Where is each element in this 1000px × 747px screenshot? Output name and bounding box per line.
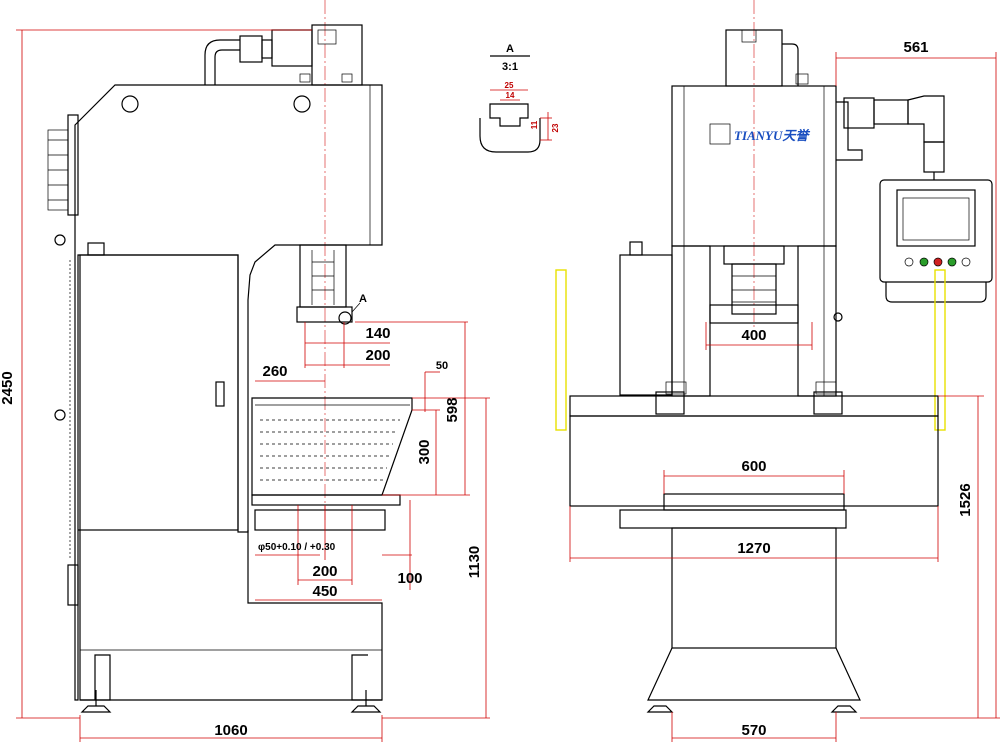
detail-dim-23: 23 [551, 123, 560, 132]
dim-100: 100 [397, 570, 422, 587]
start-button [919, 257, 929, 267]
ram-plate [296, 306, 353, 323]
dim-table-width: 1270 [737, 540, 770, 557]
brand-logo-icon [709, 123, 731, 145]
dim-table-450: 450 [312, 583, 337, 600]
leveling-foot [350, 705, 382, 713]
top-cylinder-block [311, 24, 363, 86]
panel-button [961, 257, 971, 267]
front-view: TIANYU天誉 [555, 0, 1000, 742]
cabinet-handle [215, 381, 225, 407]
leveling-foot [830, 705, 858, 713]
start-button [947, 257, 957, 267]
bolster [663, 493, 845, 511]
slotted-table [251, 397, 413, 496]
motor-fan [67, 114, 79, 216]
base-column [671, 527, 837, 649]
work-table [569, 395, 939, 417]
dim-1130: 1130 [466, 546, 483, 579]
dim-300: 300 [416, 439, 433, 464]
leveling-foot [80, 705, 112, 713]
section-label: A [506, 43, 514, 55]
panel-button [904, 257, 914, 267]
front-dimensions [569, 52, 1000, 742]
dim-base-width: 570 [741, 722, 766, 739]
dim-598: 598 [444, 397, 461, 422]
dim-panel-offset: 561 [903, 39, 928, 56]
brand-name: TIANYU天誉 [734, 128, 810, 143]
pump-unit [619, 254, 673, 396]
dim-base-width: 1060 [214, 722, 247, 739]
hmi-screen [902, 197, 970, 241]
tslot-profile [479, 118, 541, 153]
light-curtain-left [555, 269, 567, 431]
dim-50: 50 [436, 360, 448, 372]
leveling-foot [646, 705, 674, 713]
detail-a: A 3:1 25 14 11 23 [479, 43, 560, 153]
light-curtain-right [934, 269, 946, 431]
dim-throat: 260 [262, 363, 287, 380]
control-panel [879, 179, 993, 283]
dim-bolster: 600 [741, 458, 766, 475]
callout-a: A [359, 293, 367, 305]
hydraulic-pipe [204, 39, 240, 85]
dim-hole-200: 200 [312, 563, 337, 580]
front-ram [731, 263, 777, 315]
electrical-cabinet [79, 254, 239, 531]
side-dimensions [16, 29, 490, 742]
detail-dim-14: 14 [506, 91, 515, 100]
tolerance-note: φ50+0.10 / +0.30 [258, 542, 336, 553]
stop-button [933, 257, 943, 267]
detail-dim-25: 25 [505, 81, 514, 90]
dim-slot-200: 200 [365, 347, 390, 364]
detail-scale: 3:1 [502, 61, 518, 73]
side-view: A [0, 0, 490, 742]
table-hatching [260, 419, 400, 481]
dim-slot-140: 140 [365, 325, 390, 342]
lower-frame [247, 530, 383, 701]
lifting-hole [121, 95, 139, 113]
lifting-hole [293, 95, 311, 113]
dim-total-height: 2450 [0, 371, 16, 404]
c-frame [74, 84, 383, 701]
detail-dim-11: 11 [530, 120, 539, 129]
dim-work-height: 1526 [957, 483, 974, 516]
dim-ram-width: 400 [741, 327, 766, 344]
